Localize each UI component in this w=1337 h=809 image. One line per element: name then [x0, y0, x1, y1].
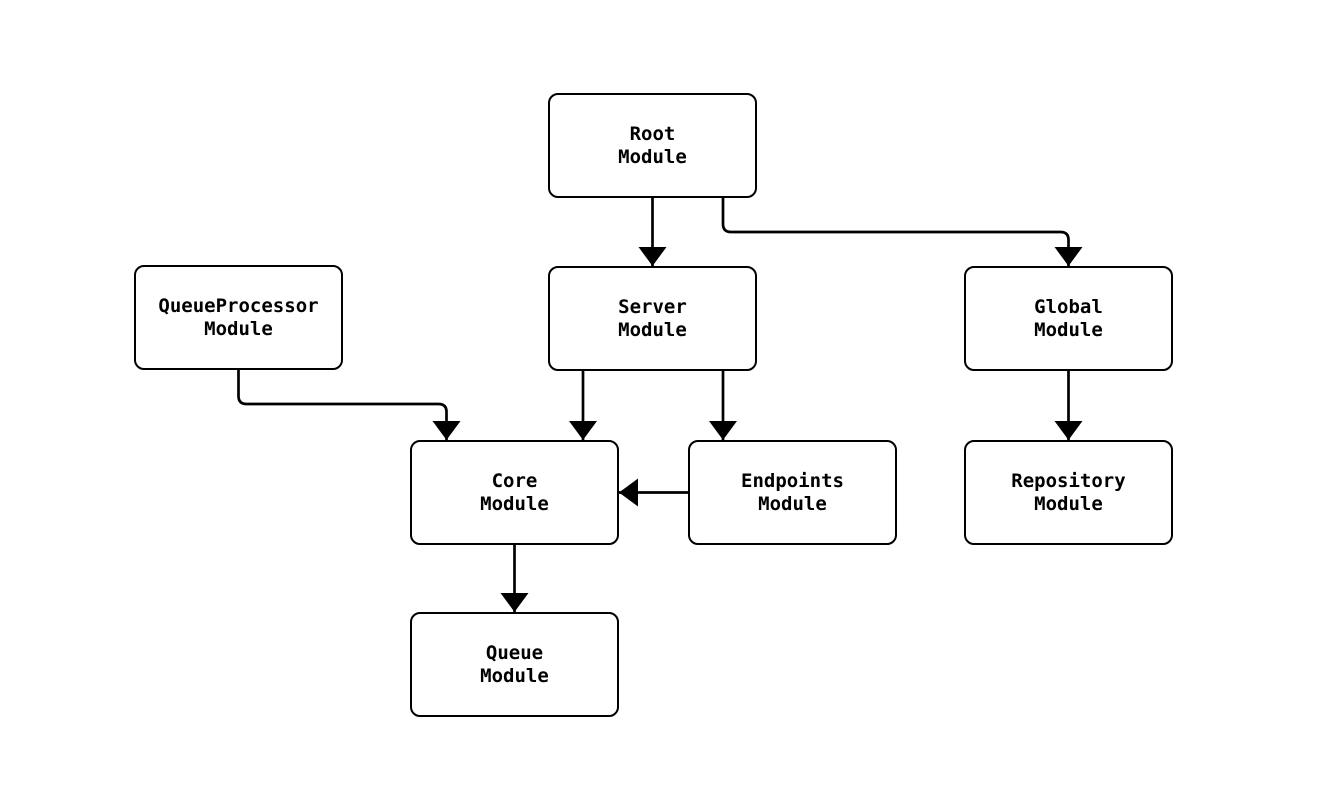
- node-core-module: Core Module: [410, 440, 619, 545]
- node-queue-module: Queue Module: [410, 612, 619, 717]
- node-server-module-label: Server Module: [618, 295, 687, 341]
- node-endpoints-module-label: Endpoints Module: [741, 469, 844, 515]
- node-queue-module-label: Queue Module: [480, 641, 549, 687]
- node-repository-module: Repository Module: [964, 440, 1173, 545]
- node-root-module-label: Root Module: [618, 122, 687, 168]
- node-queueprocessor-module-label: QueueProcessor Module: [158, 294, 319, 340]
- node-core-module-label: Core Module: [480, 469, 549, 515]
- node-global-module: Global Module: [964, 266, 1173, 371]
- edge-root-to-global: [721, 198, 1083, 266]
- node-queueprocessor-module: QueueProcessor Module: [134, 265, 343, 370]
- node-root-module: Root Module: [548, 93, 757, 198]
- node-repository-module-label: Repository Module: [1011, 469, 1126, 515]
- node-global-module-label: Global Module: [1034, 295, 1103, 341]
- node-endpoints-module: Endpoints Module: [688, 440, 897, 545]
- node-server-module: Server Module: [548, 266, 757, 371]
- edge-queueprocessor-to-core: [237, 370, 461, 440]
